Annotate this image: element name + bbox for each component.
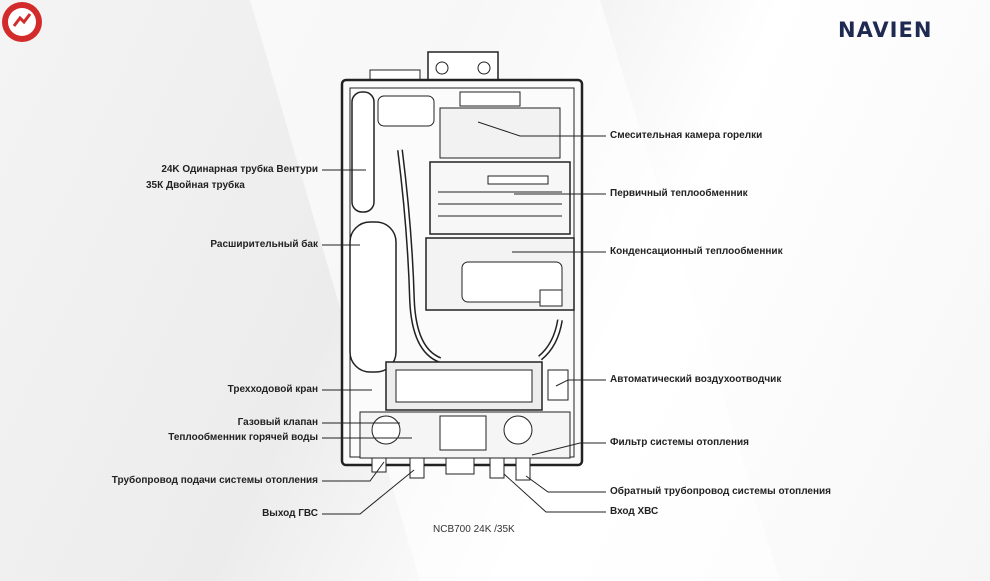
- label-heating-supply-pipe: Трубопровод подачи системы отопления: [111, 475, 318, 486]
- model-caption: NCB700 24K /35K: [433, 524, 515, 535]
- label-burner-mixing-chamber: Смесительная камера горелки: [610, 130, 763, 141]
- label-gas-valve: Газовый клапан: [237, 417, 318, 428]
- navien-logo: NAVIEN: [838, 18, 933, 42]
- right-leaders: [477, 121, 606, 513]
- label-dhw-heat-exchanger: Теплообменник горячей воды: [168, 432, 318, 443]
- label-primary-heat-exchanger: Первичный теплообменник: [610, 188, 748, 199]
- award-badge-icon: [2, 2, 42, 42]
- label-dhw-outlet: Выход ГВС: [262, 508, 318, 519]
- label-condensing-heat-exchanger: Конденсационный теплообменник: [610, 246, 783, 257]
- label-venturi-24k: 24K Одинарная трубка Вентури: [161, 164, 318, 175]
- left-leaders: [322, 169, 415, 515]
- label-venturi-35k: 35К Двойная трубка: [146, 180, 245, 191]
- label-heating-filter: Фильтр системы отопления: [610, 437, 749, 448]
- label-cold-water-inlet: Вход ХВС: [610, 506, 659, 517]
- label-heating-return-pipe: Обратный трубопровод системы отопления: [610, 486, 832, 497]
- label-three-way-valve: Трехходовой кран: [227, 384, 318, 395]
- label-expansion-tank: Расширительный бак: [210, 239, 318, 250]
- label-auto-air-vent: Автоматический воздухоотводчик: [610, 374, 782, 385]
